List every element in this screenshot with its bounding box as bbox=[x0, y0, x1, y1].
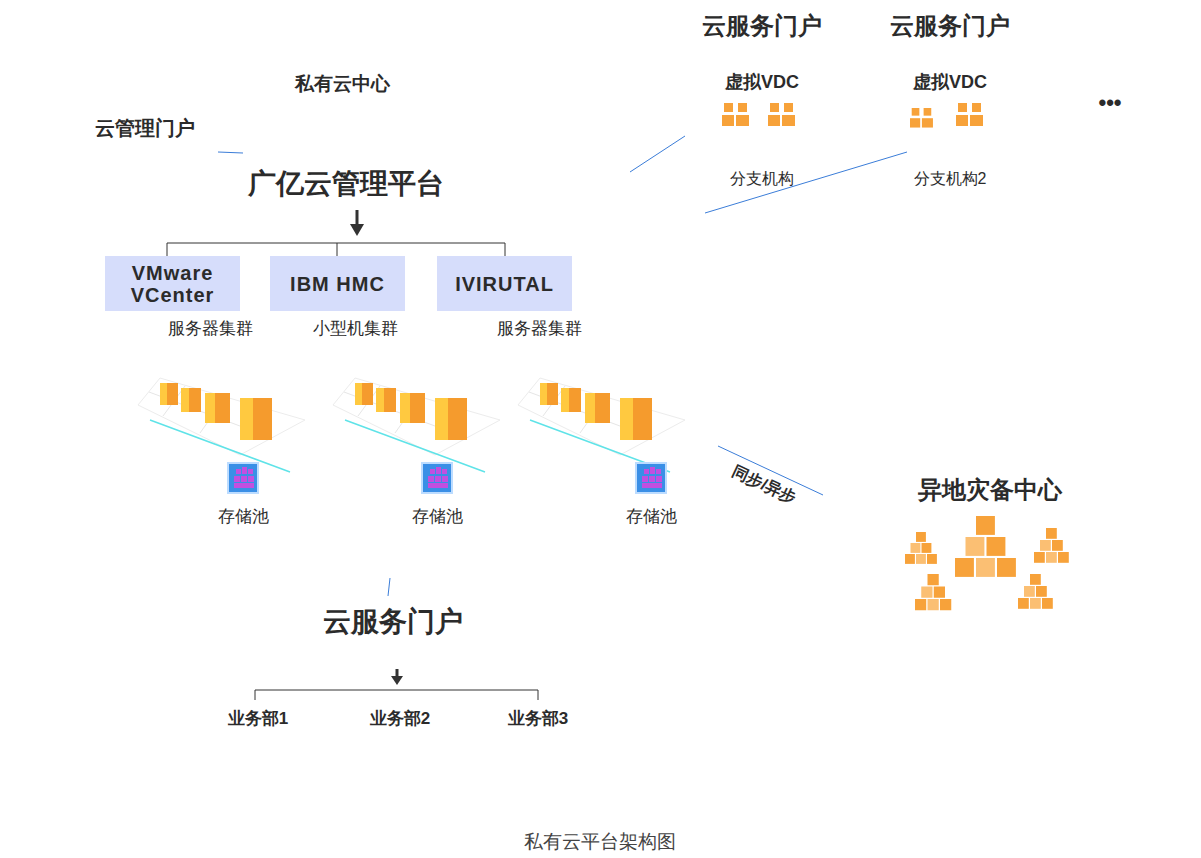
vdc-icon bbox=[956, 103, 983, 126]
node-text: 虚拟VDC bbox=[672, 72, 852, 94]
platform-bracket bbox=[356, 210, 359, 226]
pyramid-icon bbox=[1018, 574, 1053, 609]
edge-label: 同步/异步 bbox=[729, 462, 799, 508]
cloud-shape bbox=[679, 51, 843, 156]
storage-label: 存储池 bbox=[163, 507, 323, 527]
cluster-box: IVIRUTAL服务器集群 bbox=[437, 256, 572, 311]
node-title: 云管理门户 bbox=[55, 116, 235, 140]
node-text: 服务器集群 bbox=[497, 319, 582, 339]
department-bracket bbox=[255, 690, 538, 700]
disaster-recovery-cloud: 异地灾备中心 bbox=[815, 410, 1165, 650]
pyramid-icon bbox=[955, 516, 1016, 577]
private-cloud: 私有云中心广亿云管理平台VMware VCenter服务器集群IBM HMC小型… bbox=[30, 95, 730, 585]
server-rack bbox=[138, 378, 305, 472]
platform-bracket bbox=[167, 210, 505, 256]
cloud-shape bbox=[46, 108, 728, 583]
storage-icon bbox=[636, 463, 666, 493]
server-rack bbox=[333, 378, 500, 472]
node-text: 分支机构 bbox=[672, 169, 852, 188]
node-title: VMware VCenter bbox=[113, 262, 232, 306]
department-bracket bbox=[255, 669, 538, 700]
cloud-outline bbox=[815, 410, 1165, 650]
service-portal-cloud: 云服务门户 bbox=[285, 580, 500, 670]
node-title: 云服务门户 bbox=[672, 12, 852, 41]
storage-icon bbox=[228, 463, 258, 493]
connector bbox=[388, 578, 390, 596]
pyramid-icon bbox=[1034, 528, 1069, 563]
ellipsis: ••• bbox=[1030, 90, 1190, 116]
vdc-icon bbox=[910, 108, 933, 128]
node-text: 分支机构2 bbox=[860, 169, 1040, 188]
storage-label: 存储池 bbox=[571, 507, 731, 527]
node-title: IVIRUTAL bbox=[455, 273, 554, 295]
platform-bracket bbox=[350, 224, 364, 236]
connector bbox=[630, 136, 685, 172]
cloud-outline bbox=[672, 45, 852, 160]
connector bbox=[718, 446, 823, 495]
pyramid-icon bbox=[905, 532, 937, 564]
node-text: 虚拟VDC bbox=[860, 72, 1040, 94]
caption: 私有云平台架构图 bbox=[400, 831, 800, 854]
cloud-shape bbox=[867, 51, 1031, 156]
platform-bracket bbox=[167, 243, 505, 256]
node-title: 云服务门户 bbox=[285, 605, 500, 639]
vdc-icon bbox=[768, 103, 795, 126]
node-title: 云服务门户 bbox=[860, 12, 1040, 41]
vdc-icon bbox=[722, 103, 749, 126]
node-title: IBM HMC bbox=[290, 273, 385, 295]
cloud-outline bbox=[860, 45, 1040, 160]
cloud-shape bbox=[822, 419, 1148, 635]
node-title: 私有云中心 bbox=[295, 73, 390, 96]
node-text: 小型机集群 bbox=[313, 319, 398, 339]
connector bbox=[218, 152, 243, 153]
vdc-cloud: 云服务门户虚拟VDC分支机构2 bbox=[860, 45, 1040, 160]
cluster-box: IBM HMC小型机集群 bbox=[270, 256, 405, 311]
pyramid-icon bbox=[915, 574, 951, 610]
storage-label: 存储池 bbox=[357, 507, 517, 527]
node-text: 服务器集群 bbox=[168, 319, 253, 339]
node-title: 异地灾备中心 bbox=[815, 476, 1165, 505]
department-label: 业务部2 bbox=[320, 709, 480, 729]
department-label: 业务部3 bbox=[458, 709, 618, 729]
storage-icon bbox=[422, 463, 452, 493]
vdc-cloud: 云服务门户虚拟VDC分支机构 bbox=[672, 45, 852, 160]
department-bracket bbox=[391, 676, 403, 685]
portal-cloud: 云管理门户 bbox=[55, 95, 235, 165]
cluster-box: VMware VCenter服务器集群 bbox=[105, 256, 240, 311]
node-text: 广亿云管理平台 bbox=[248, 167, 444, 201]
department-label: 业务部1 bbox=[178, 709, 338, 729]
server-rack bbox=[518, 378, 685, 472]
